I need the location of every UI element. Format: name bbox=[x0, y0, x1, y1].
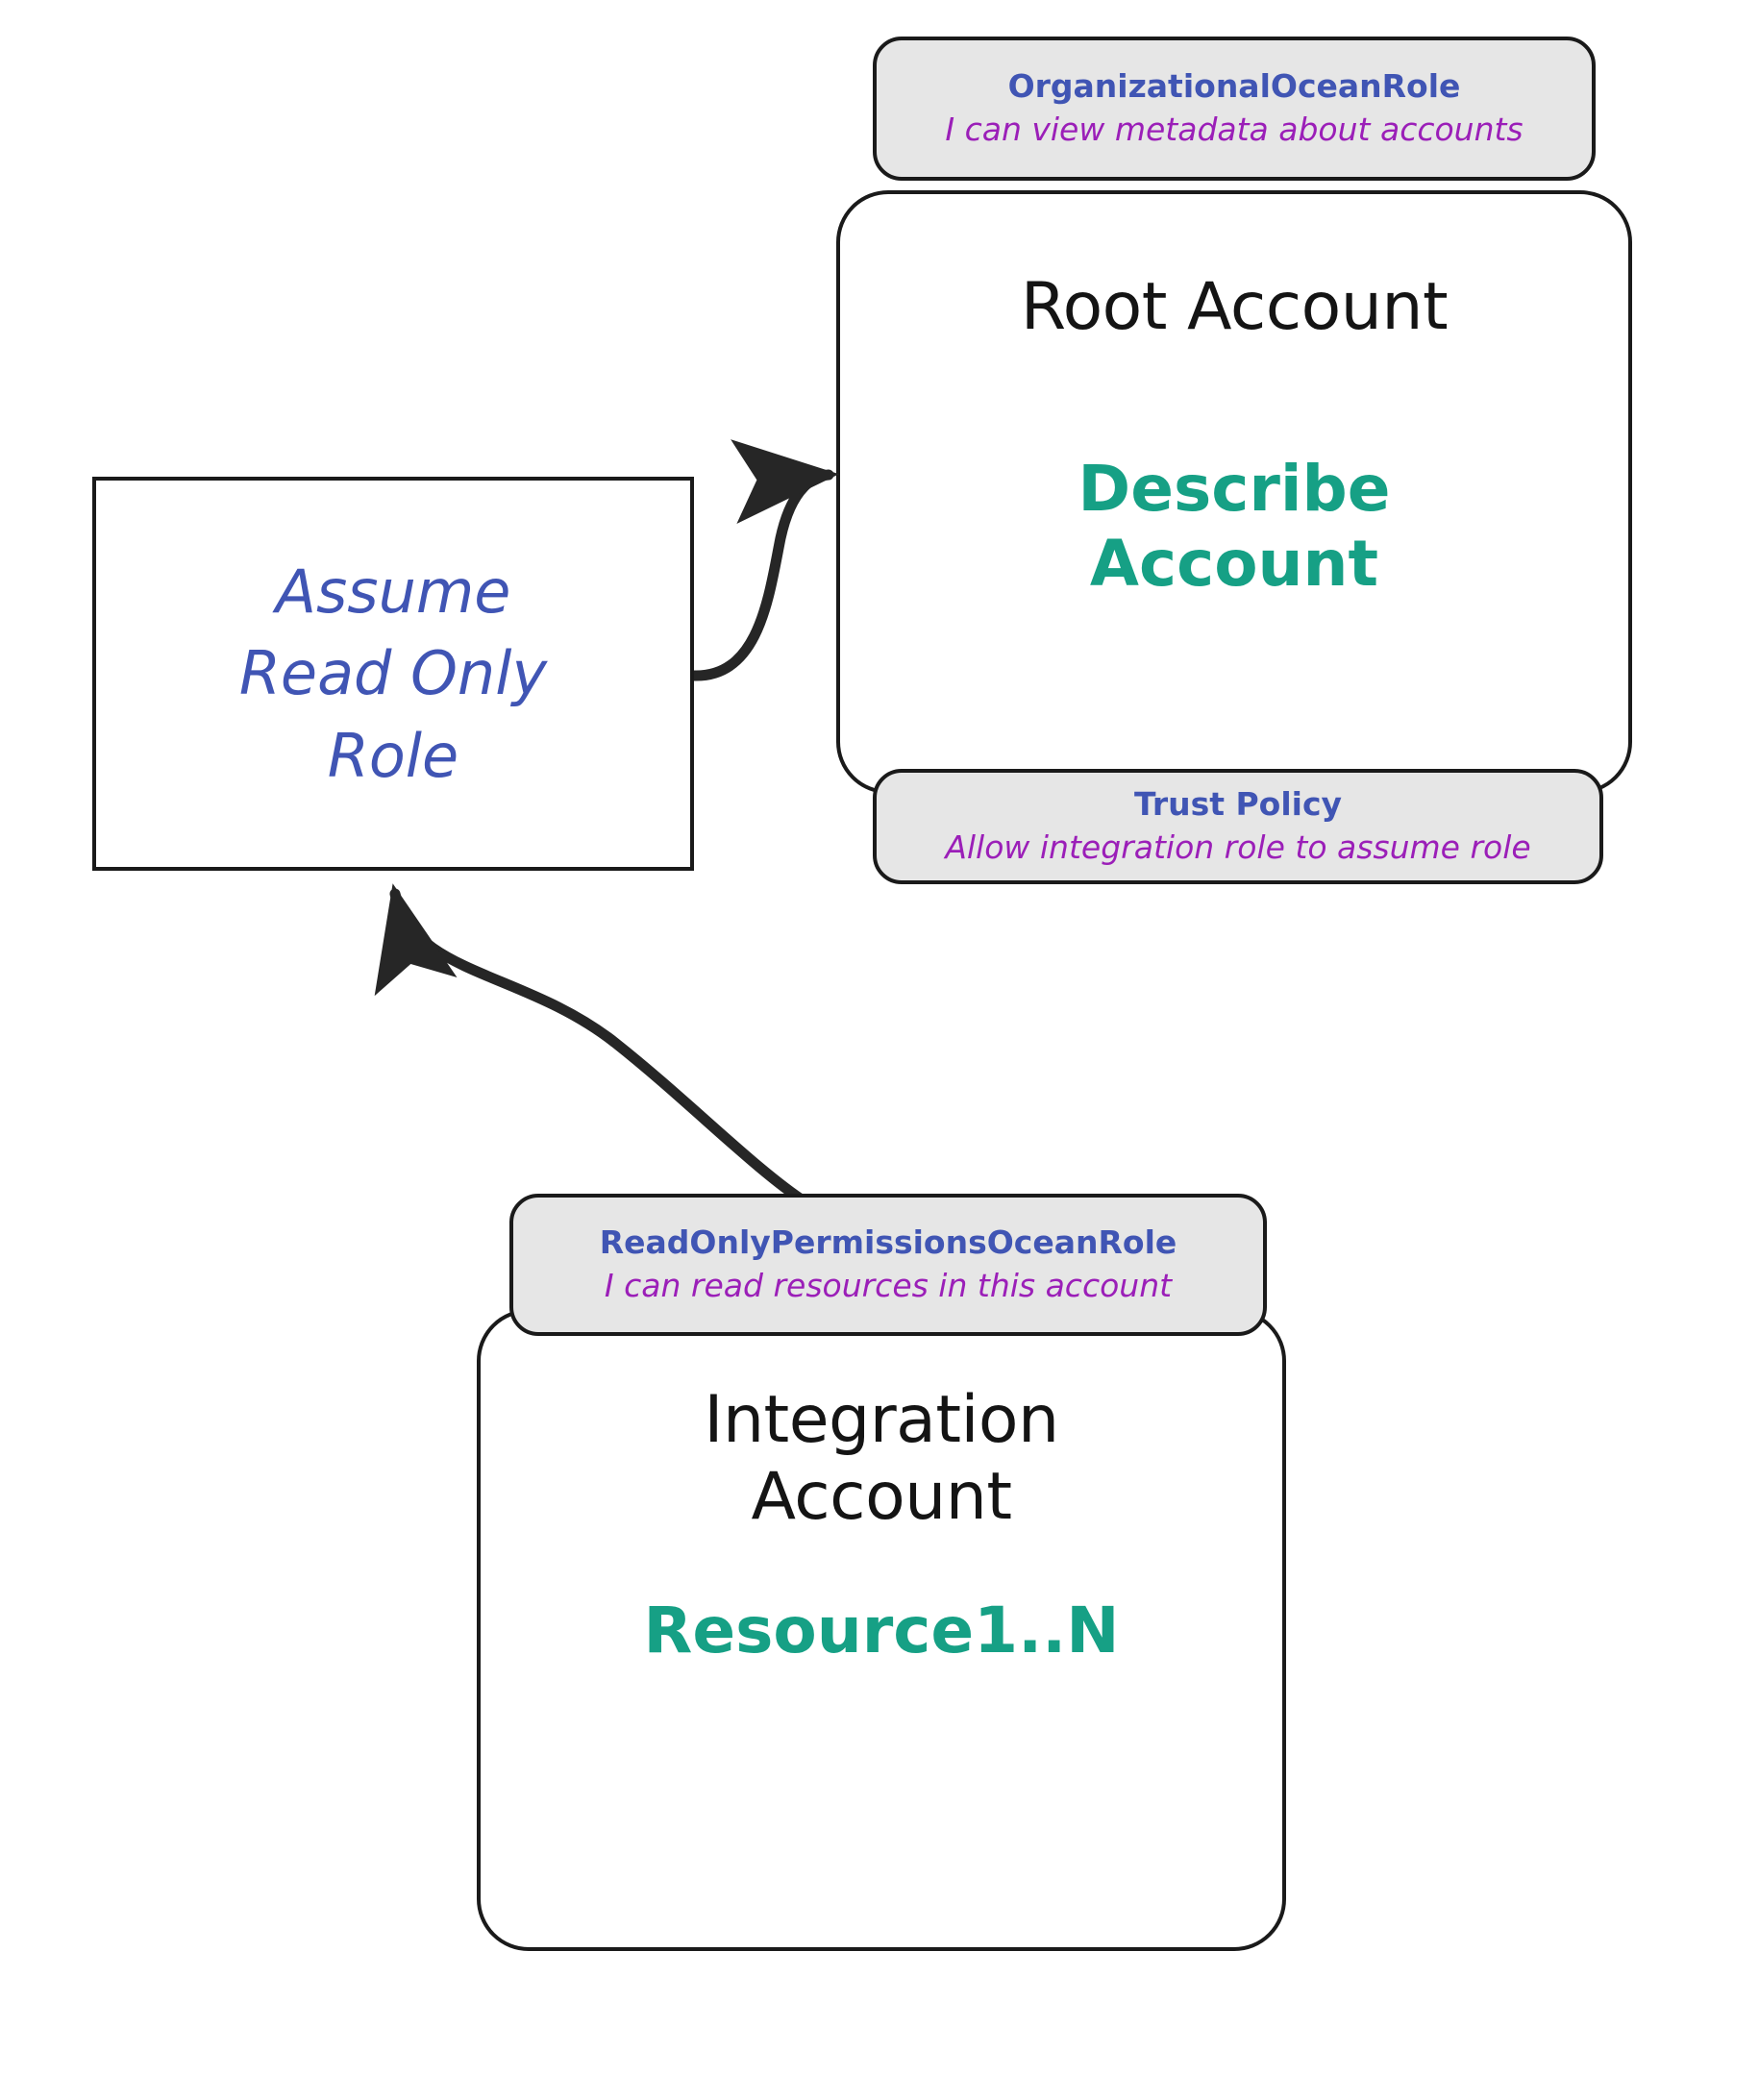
integration-account-container[interactable]: Integration Account Resource1..N bbox=[477, 1309, 1286, 1951]
organizational-ocean-role-badge[interactable]: OrganizationalOceanRole I can view metad… bbox=[873, 37, 1596, 181]
readonly-permissions-ocean-role-badge[interactable]: ReadOnlyPermissionsOceanRole I can read … bbox=[509, 1194, 1267, 1336]
root-account-resource-label: Describe Account bbox=[1078, 452, 1391, 601]
assume-read-only-role-label: Assume Read Only Role bbox=[238, 556, 548, 791]
trust-policy-badge[interactable]: Trust Policy Allow integration role to a… bbox=[873, 769, 1603, 884]
trust-policy-description: Allow integration role to assume role bbox=[945, 828, 1531, 866]
edge-integration-role-to-assume-role bbox=[374, 883, 885, 1229]
root-account-container[interactable]: Root Account Describe Account bbox=[836, 190, 1632, 794]
readonly-permissions-ocean-role-name: ReadOnlyPermissionsOceanRole bbox=[599, 1223, 1177, 1262]
trust-policy-name: Trust Policy bbox=[1133, 785, 1343, 824]
edge-assume-role-to-root-account bbox=[688, 439, 839, 681]
assume-read-only-role-node[interactable]: Assume Read Only Role bbox=[92, 477, 694, 871]
organizational-ocean-role-name: OrganizationalOceanRole bbox=[1007, 67, 1461, 106]
root-account-title: Root Account bbox=[1020, 269, 1449, 345]
readonly-permissions-ocean-role-description: I can read resources in this account bbox=[604, 1267, 1173, 1304]
integration-account-title: Integration Account bbox=[704, 1382, 1059, 1536]
integration-account-resource-label: Resource1..N bbox=[643, 1594, 1120, 1668]
organizational-ocean-role-description: I can view metadata about accounts bbox=[945, 111, 1524, 148]
